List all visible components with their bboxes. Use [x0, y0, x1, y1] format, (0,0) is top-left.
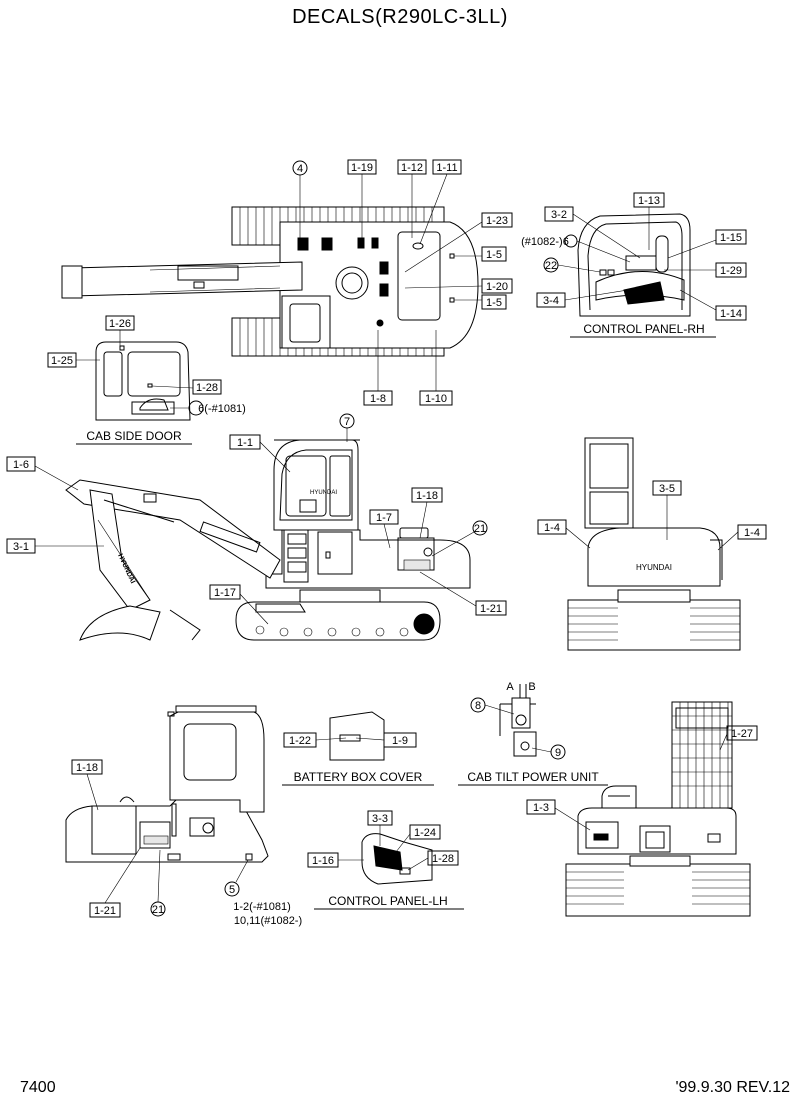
- rear-view-guard-excavator: [565, 701, 751, 917]
- caption-battery-box-cover: BATTERY BOX COVER: [294, 770, 423, 784]
- revision-stamp: '99.9.30 REV.12: [675, 1079, 790, 1096]
- cab-tilt-power-unit-view: A B 8 9 CAB TILT POWER UNIT: [458, 681, 608, 786]
- label-a: A: [506, 681, 514, 693]
- callout-1-16: 1-16: [312, 855, 334, 867]
- callout-l-1-21: 1-21: [94, 905, 116, 917]
- rear-view-guard-callouts: 1-27 1-3: [526, 725, 758, 831]
- callout-1-9: 1-9: [392, 735, 408, 747]
- callout-1-22: 1-22: [289, 735, 311, 747]
- left-side-view-excavator: [65, 705, 269, 863]
- callout-l-1-2: 1-2(-#1081): [233, 901, 290, 913]
- page-number: 7400: [20, 1079, 56, 1096]
- top-view-excavator: [61, 206, 479, 357]
- callout-1-20: 1-20: [486, 281, 508, 293]
- callout-1-5-lower: 1-5: [486, 297, 502, 309]
- callout-cpl-1-28: 1-28: [432, 853, 454, 865]
- callout-1-21: 1-21: [480, 603, 502, 615]
- callout-l-10-11: 10,11(#1082-): [234, 915, 302, 927]
- control-panel-lh-view: 3-3 1-24 1-28 1-16 CONTROL PANEL-LH: [307, 810, 464, 910]
- callout-21: 21: [474, 523, 486, 535]
- side-view-callouts: 7 1-1 1-6 1-18 1-7 21 3-1 1-17 1-21: [6, 413, 507, 625]
- callout-l-21: 21: [152, 904, 164, 916]
- callout-1-3: 1-3: [533, 802, 549, 814]
- callout-1-17: 1-17: [214, 587, 236, 599]
- callout-22: 22: [545, 260, 557, 272]
- callout-1-4-right: 1-4: [744, 527, 760, 539]
- callout-l-1-18: 1-18: [76, 762, 98, 774]
- callout-1-27: 1-27: [731, 728, 753, 740]
- callout-1-6: 1-6: [13, 459, 29, 471]
- callout-1-24: 1-24: [414, 827, 436, 839]
- callout-1-23: 1-23: [486, 215, 508, 227]
- callout-1-5-upper: 1-5: [486, 249, 502, 261]
- rear-view-callouts: 3-5 1-4 1-4: [537, 480, 767, 551]
- control-panel-rh-view: 3-2 1-13 (#1082-)6 1-15 22 1-29 3-4 1-14…: [521, 192, 747, 338]
- callout-8: 8: [475, 700, 481, 712]
- caption-control-panel-rh: CONTROL PANEL-RH: [583, 322, 704, 336]
- callout-4: 4: [297, 163, 303, 175]
- left-side-view-callouts: 1-18 1-21 21 5 1-2(-#1081) 10,11(#1082-): [71, 759, 302, 927]
- decal-hyundai-cab: HYUNDAI: [310, 490, 337, 496]
- callout-1-25: 1-25: [51, 355, 73, 367]
- callout-1-13: 1-13: [638, 195, 660, 207]
- page-title: DECALS(R290LC-3LL): [292, 6, 508, 28]
- cab-side-door-view: 1-26 1-25 1-28 6(-#1081) CAB SIDE DOOR: [47, 315, 246, 445]
- callout-1-11: 1-11: [436, 162, 457, 174]
- callout-1-1: 1-1: [237, 437, 253, 449]
- label-b: B: [528, 681, 535, 693]
- callout-1-18: 1-18: [416, 490, 438, 502]
- callout-1-29: 1-29: [720, 265, 742, 277]
- callout-1-19: 1-19: [351, 162, 373, 174]
- top-view-callouts: 4 1-19 1-12 1-11 1-23 1-5 1-20 1-5 1-8 1…: [292, 159, 513, 406]
- callout-1-8: 1-8: [370, 393, 386, 405]
- side-view-excavator: HYUNDAI HYUNDAI: [65, 439, 471, 641]
- callout-1-7: 1-7: [376, 512, 392, 524]
- callout-6-1081: 6(-#1081): [198, 403, 246, 415]
- caption-cab-side-door: CAB SIDE DOOR: [86, 429, 182, 443]
- callout-1-12: 1-12: [401, 162, 423, 174]
- callout-1-10: 1-10: [425, 393, 447, 405]
- caption-cab-tilt-power-unit: CAB TILT POWER UNIT: [467, 770, 599, 784]
- callout-9: 9: [555, 747, 561, 759]
- callout-1-15: 1-15: [720, 232, 742, 244]
- callout-1082-6: (#1082-)6: [521, 236, 569, 248]
- callout-3-3: 3-3: [372, 813, 388, 825]
- rear-view-excavator: HYUNDAI: [567, 437, 741, 651]
- battery-box-cover-view: 1-22 1-9 BATTERY BOX COVER: [282, 711, 434, 786]
- callout-1-26: 1-26: [109, 318, 131, 330]
- callout-1-14: 1-14: [720, 308, 742, 320]
- decal-hyundai-rear: HYUNDAI: [636, 563, 672, 572]
- callout-3-5: 3-5: [659, 483, 675, 495]
- caption-control-panel-lh: CONTROL PANEL-LH: [328, 894, 447, 908]
- callout-1-4-left: 1-4: [544, 522, 560, 534]
- callout-3-2: 3-2: [551, 209, 567, 221]
- callout-1-28: 1-28: [196, 382, 218, 394]
- callout-7: 7: [344, 416, 350, 428]
- callout-3-1: 3-1: [13, 541, 29, 553]
- callout-3-4: 3-4: [543, 295, 559, 307]
- callout-l-5: 5: [229, 884, 235, 896]
